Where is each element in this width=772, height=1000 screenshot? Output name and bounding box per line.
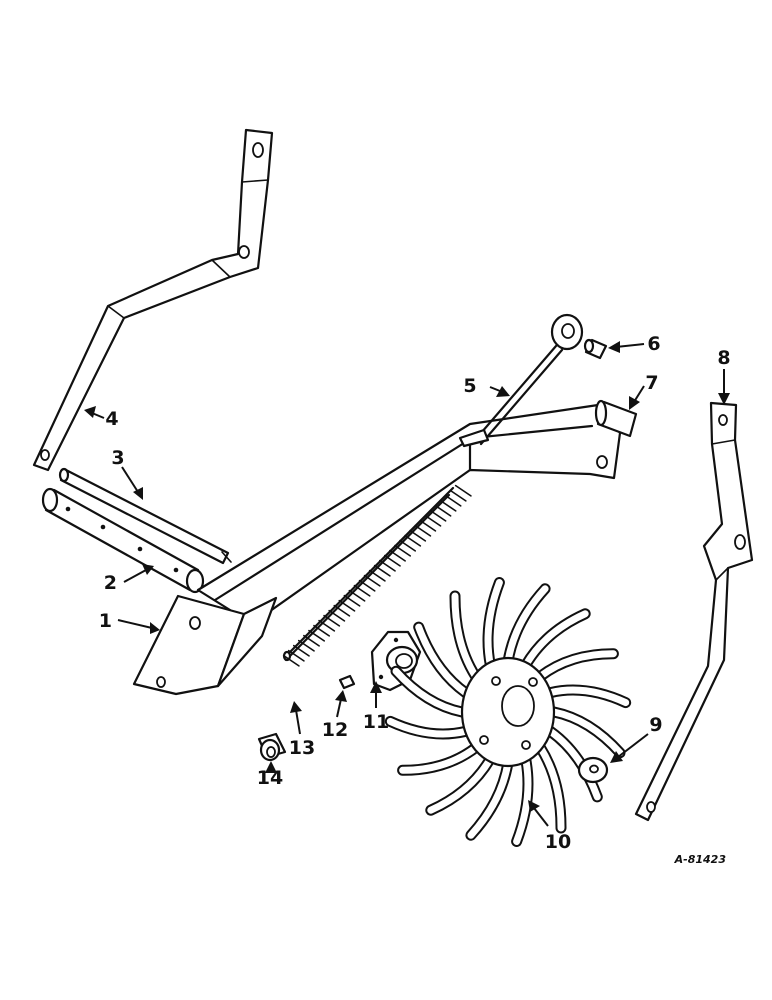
- drawing-number: A-81423: [674, 853, 727, 866]
- tine-wheel: [384, 577, 632, 847]
- tine: [504, 585, 549, 665]
- callout-7: 7: [645, 372, 658, 394]
- washer: [577, 756, 609, 784]
- eyebolt: [458, 313, 584, 448]
- callout-4: 4: [105, 408, 118, 430]
- rod: [58, 467, 232, 565]
- tine: [451, 592, 479, 680]
- tube: [41, 487, 205, 594]
- callout-10: 10: [545, 831, 571, 853]
- callout-leaders: [84, 341, 730, 827]
- bushing-small: [583, 338, 608, 360]
- callout-11: 11: [363, 711, 389, 733]
- tine: [547, 727, 601, 801]
- callout-5: 5: [463, 375, 476, 397]
- tine: [513, 755, 532, 845]
- tine: [386, 717, 469, 738]
- compression-spring: [282, 484, 472, 667]
- tine: [537, 650, 617, 680]
- callout-13: 13: [289, 737, 315, 759]
- tine: [392, 667, 466, 716]
- spacer-tube: [594, 399, 638, 438]
- callout-2: 2: [104, 572, 117, 594]
- callout-1: 1: [99, 610, 112, 632]
- callout-12: 12: [322, 719, 348, 741]
- callout-14: 14: [257, 767, 283, 789]
- tine: [522, 610, 589, 669]
- mounting-bracket-left: [32, 128, 274, 472]
- tine: [550, 708, 624, 757]
- nut: [338, 674, 356, 690]
- callout-3: 3: [111, 447, 124, 469]
- tine: [537, 744, 565, 832]
- callout-6: 6: [647, 333, 660, 355]
- tine: [399, 744, 479, 774]
- collar: [257, 732, 287, 762]
- mounting-bracket-right: [634, 401, 754, 822]
- callout-9: 9: [649, 714, 662, 736]
- callout-8: 8: [717, 347, 730, 369]
- tine: [484, 579, 503, 669]
- tine: [427, 755, 494, 814]
- tine: [547, 686, 630, 707]
- tine: [415, 623, 469, 697]
- tine: [467, 759, 512, 839]
